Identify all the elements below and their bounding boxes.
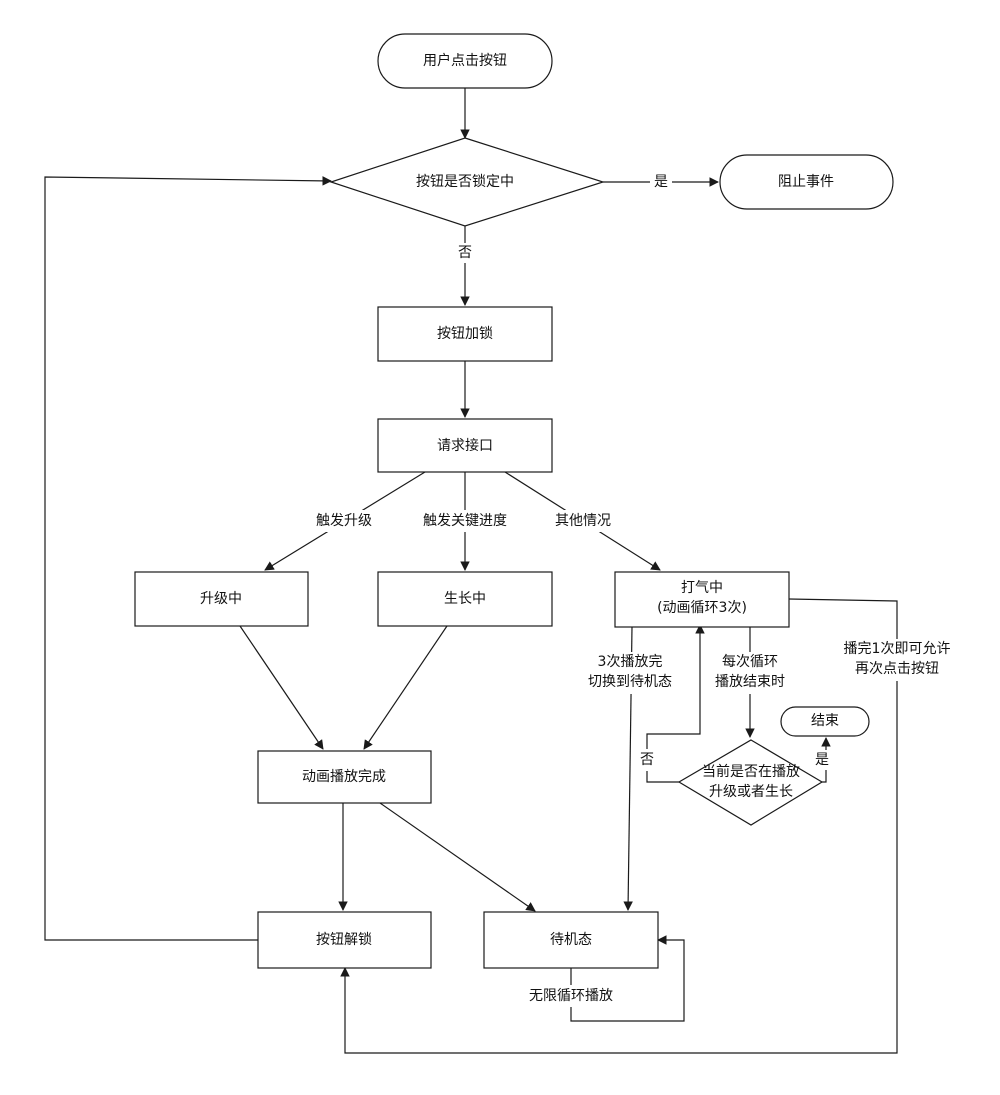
edge-label-check-yes: 是 <box>815 752 829 768</box>
node-start-label: 用户点击按钮 <box>423 52 507 69</box>
edge-label-other-cases: 其他情况 <box>555 513 611 529</box>
node-upgrading-label: 升级中 <box>200 591 242 607</box>
node-growing: 生长中 <box>377 571 553 627</box>
node-unlock-button: 按钮解锁 <box>257 911 432 969</box>
edge-label-after-one-line2: 再次点击按钮 <box>855 661 939 677</box>
edge-unlock-to-check <box>44 176 332 941</box>
edge-labels: 是 否 触发升级 触发关键进度 其他情况 3次播放完 切换到待机态 每次循环 播… <box>308 172 952 1007</box>
node-anim-done-label: 动画播放完成 <box>302 769 386 785</box>
node-playing-check-label-line2: 升级或者生长 <box>709 784 793 800</box>
node-anim-done: 动画播放完成 <box>257 750 432 804</box>
node-pumping-label-line2: (动画循环3次) <box>657 600 747 616</box>
edge-growing-to-anim <box>363 625 448 750</box>
edge-anim-to-idle <box>379 802 536 912</box>
node-unlock-button-label: 按钮解锁 <box>316 932 372 948</box>
edge-playcheck-to-pumping <box>646 624 705 783</box>
node-idle-label: 待机态 <box>550 932 592 948</box>
edge-label-trigger-upgrade: 触发升级 <box>316 513 372 529</box>
node-idle: 待机态 <box>483 911 659 969</box>
node-upgrading: 升级中 <box>134 571 309 627</box>
node-playing-check-label-line1: 当前是否在播放 <box>702 763 800 780</box>
edge-label-check-no: 否 <box>640 752 654 768</box>
edge-label-trigger-key-progress: 触发关键进度 <box>423 513 507 529</box>
edge-label-after-one-line1: 播完1次即可允许 <box>844 641 951 657</box>
edge-label-infinite-loop: 无限循环播放 <box>529 988 613 1004</box>
node-request-api: 请求接口 <box>377 418 553 473</box>
node-lock-button: 按钮加锁 <box>377 306 553 362</box>
node-end-label: 结束 <box>811 713 839 729</box>
node-pumping: 打气中 (动画循环3次) <box>614 571 790 628</box>
edge-label-yes: 是 <box>654 174 668 190</box>
node-locked-check: 按钮是否锁定中 <box>329 137 605 227</box>
edge-label-no: 否 <box>458 245 472 261</box>
edge-label-three-plays-line2: 切换到待机态 <box>588 673 672 690</box>
edge-label-each-loop-line1: 每次循环 <box>722 654 778 670</box>
node-block-event: 阻止事件 <box>719 154 894 210</box>
edge-upgrading-to-anim <box>239 625 324 750</box>
node-locked-check-label: 按钮是否锁定中 <box>416 174 514 190</box>
node-block-event-label: 阻止事件 <box>778 174 834 190</box>
node-lock-button-label: 按钮加锁 <box>437 326 493 342</box>
edge-label-each-loop-line2: 播放结束时 <box>715 674 785 690</box>
edge-label-three-plays-line1: 3次播放完 <box>598 654 663 670</box>
node-request-api-label: 请求接口 <box>437 437 493 454</box>
node-growing-label: 生长中 <box>444 591 486 607</box>
node-playing-check: 当前是否在播放 升级或者生长 <box>677 739 824 826</box>
node-pumping-label-line1: 打气中 <box>681 579 723 596</box>
connectors <box>44 88 898 1054</box>
edge-pumping-to-unlock <box>340 598 898 1054</box>
node-end: 结束 <box>780 706 870 737</box>
node-start: 用户点击按钮 <box>377 33 553 89</box>
